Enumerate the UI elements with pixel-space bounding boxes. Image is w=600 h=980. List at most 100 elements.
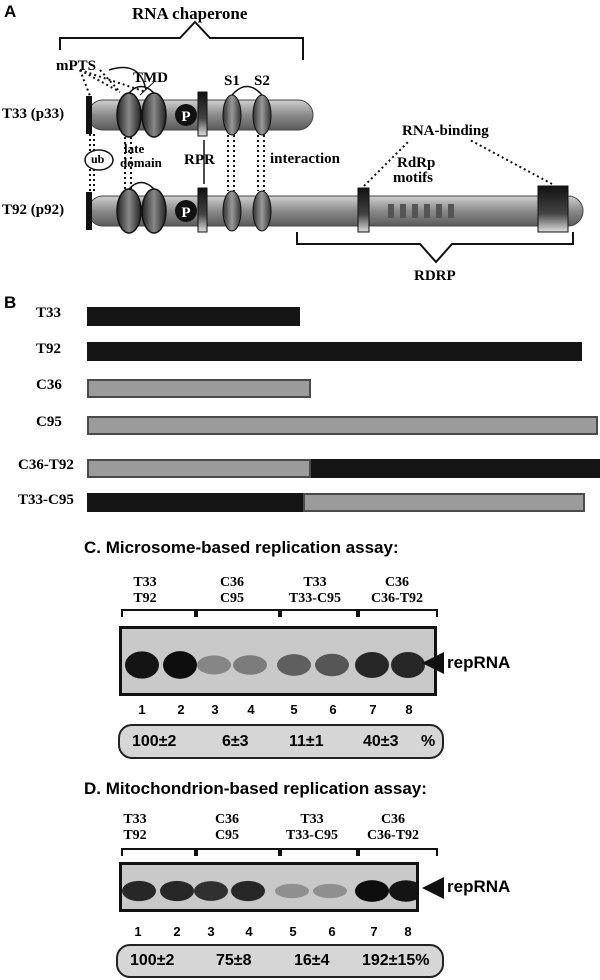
gel-band <box>313 883 347 899</box>
lane-number: 1 <box>134 924 142 939</box>
rdrp-bracket <box>296 232 574 264</box>
rdrp-label-1: RdRp <box>397 155 436 171</box>
tmd-label: TMD <box>133 70 168 86</box>
interaction-label: interaction <box>270 151 340 167</box>
gel-band <box>355 880 389 902</box>
arrow-icon <box>422 877 444 899</box>
group-bracket <box>121 609 196 617</box>
quant-box-d: 100±2 75±8 16±4 192±15% <box>116 944 444 978</box>
panel-a-letter: A <box>4 2 17 21</box>
gel-band <box>163 651 197 679</box>
rna-binding-label: RNA-binding <box>402 123 489 139</box>
t92-protein: P <box>86 181 584 234</box>
construct-bar-c36-t92-black <box>311 459 600 478</box>
construct-label-t92: T92 <box>36 341 62 357</box>
quant-value: 6±3 <box>222 733 249 750</box>
lane-number: 4 <box>247 702 255 717</box>
late-label: late <box>124 141 145 156</box>
group-bracket <box>280 609 358 617</box>
gel-band <box>160 880 194 902</box>
rna-chaperone-bracket <box>59 20 304 60</box>
quant-value: 192±15% <box>362 952 430 969</box>
t33-label: T33 (p33) <box>2 106 65 122</box>
gel-band <box>355 652 389 678</box>
lane-number: 3 <box>207 924 215 939</box>
gel-band <box>122 880 156 902</box>
lane-number: 6 <box>328 924 336 939</box>
quant-box-c: 100±2 6±3 11±1 40±3 % <box>118 724 444 759</box>
construct-bar-c36-t92-grey <box>87 459 311 478</box>
quant-value: 11±1 <box>289 733 324 750</box>
quant-value: 16±4 <box>294 952 330 969</box>
gel-band <box>277 654 311 676</box>
lane-number: 1 <box>138 702 146 717</box>
gel-band <box>275 883 309 899</box>
gel-bands-c <box>125 651 425 679</box>
mpts-label: mPTS <box>56 58 97 74</box>
construct-label-c36: C36 <box>36 377 62 393</box>
lane-number: 2 <box>177 702 185 717</box>
quant-value: % <box>421 733 436 750</box>
lane-number: 2 <box>173 924 181 939</box>
lane-number: 5 <box>289 924 297 939</box>
t33-protein: P <box>86 85 314 138</box>
panel-c-title: C. Microsome-based replication assay: <box>84 538 399 557</box>
domain-label: domain <box>120 155 162 170</box>
panel-b-letter: B <box>4 293 17 312</box>
domain-diagram: P P <box>59 20 584 264</box>
gel-band <box>194 881 228 901</box>
group-bracket <box>196 848 280 856</box>
quant-value: 40±3 <box>363 733 399 750</box>
construct-bar-t33 <box>87 307 300 326</box>
construct-bar-t33-c95-black <box>87 493 303 512</box>
gel-band <box>125 651 159 679</box>
lane-number: 3 <box>211 702 219 717</box>
lane-number: 4 <box>245 924 253 939</box>
quant-value: 100±2 <box>132 733 177 750</box>
gel-band <box>389 880 423 902</box>
band-label-c: repRNA <box>447 653 511 672</box>
construct-bar-t33-c95-grey <box>303 493 585 512</box>
ub-label: ub <box>91 152 105 166</box>
group-bracket <box>358 848 438 856</box>
quant-value: 100±2 <box>130 952 175 969</box>
s2-label: S2 <box>254 73 270 89</box>
construct-label-c36-t92: C36-T92 <box>18 457 74 473</box>
t33-p-symbol: P <box>181 109 190 125</box>
band-label-d: repRNA <box>447 877 511 896</box>
lane-number: 8 <box>405 702 413 717</box>
lane-number: 5 <box>290 702 298 717</box>
construct-label-t33-c95: T33-C95 <box>18 492 74 508</box>
gel-band <box>231 880 265 902</box>
group-bracket <box>196 609 280 617</box>
lane-number: 7 <box>369 702 377 717</box>
panel-d-title: D. Mitochondrion-based replication assay… <box>84 779 427 798</box>
gel-image-c <box>119 626 437 696</box>
gel-image-d <box>119 862 423 912</box>
rdrp-domain-label: RDRP <box>414 268 456 284</box>
construct-bar-t92 <box>87 342 582 361</box>
construct-label-c95: C95 <box>36 414 62 430</box>
lane-number: 8 <box>404 924 412 939</box>
group-bracket <box>121 848 196 856</box>
lane-number: 7 <box>370 924 378 939</box>
gel-bands-d <box>122 880 423 902</box>
gel-band <box>197 655 231 675</box>
t92-p-symbol: P <box>181 205 190 221</box>
gel-band <box>391 652 425 678</box>
rna-chaperone-label: RNA chaperone <box>132 4 248 23</box>
gel-band <box>233 655 267 675</box>
s1-label: S1 <box>224 73 240 89</box>
rpr-label: RPR <box>184 152 215 168</box>
group-bracket <box>280 848 358 856</box>
arrow-icon <box>422 652 444 674</box>
quant-value: 75±8 <box>216 952 252 969</box>
